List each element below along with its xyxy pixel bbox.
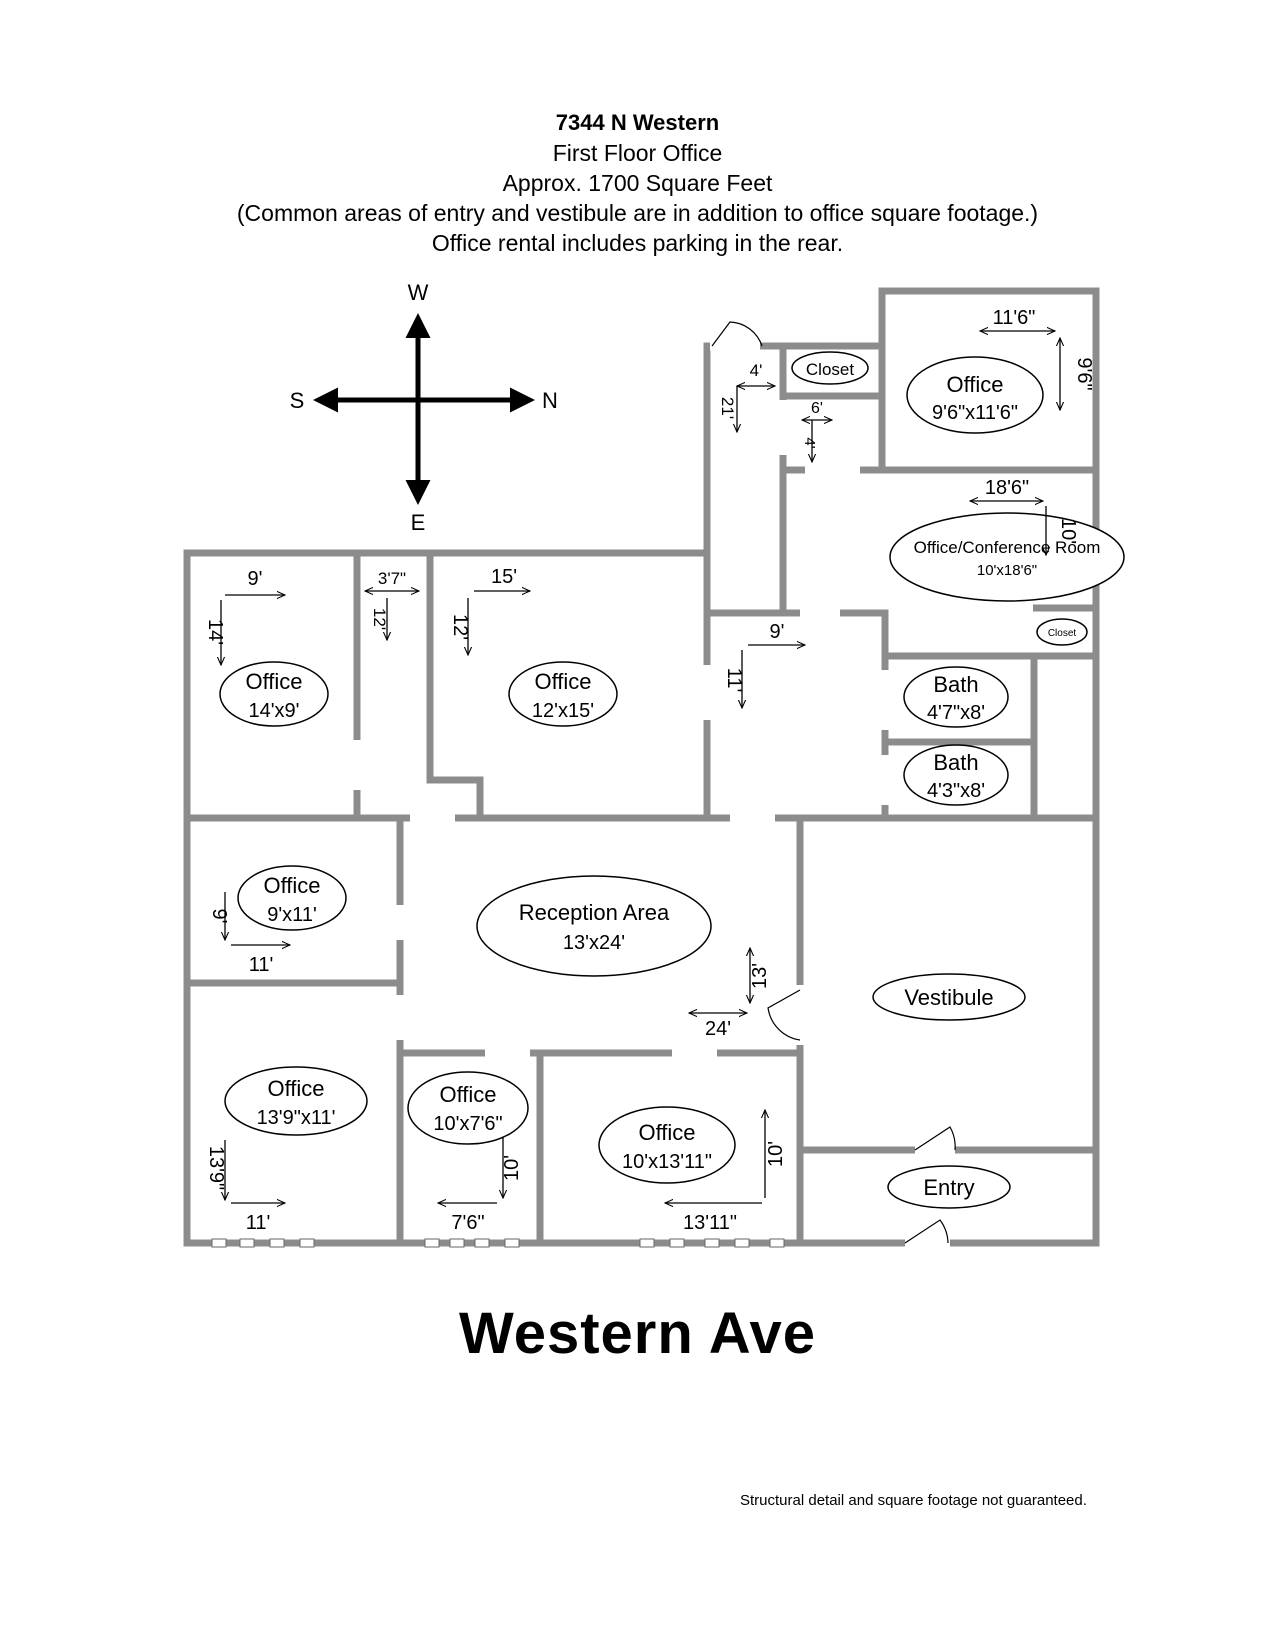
floor-subtitle: First Floor Office [552, 140, 723, 166]
dim-4b: 4' [801, 437, 818, 448]
walls [183, 287, 1100, 1247]
dim-10: 10' [1057, 518, 1079, 544]
office-ne-ellipse [906, 356, 1044, 434]
dim-11-6: 11'6" [993, 307, 1036, 329]
vestibule-label: Vestibule [904, 985, 993, 1010]
address-title: 7344 N Western [555, 110, 720, 135]
windows [211, 1238, 785, 1248]
bath1-name: Bath [933, 672, 978, 697]
bath1-ellipse [903, 666, 1009, 728]
office-f-size: 10'x13'11" [622, 1151, 712, 1173]
room-text: Closet Office 9'6"x11'6" Office/Conferen… [245, 360, 1100, 1200]
dim-13-11: 13'11" [683, 1212, 737, 1234]
dim-13-9: 13'9" [205, 1146, 227, 1190]
office-e-size: 10'x7'6" [433, 1113, 502, 1135]
office-b-name: Office [534, 669, 591, 694]
dim-9c: 9' [208, 909, 230, 924]
bath1-size: 4'7"x8' [927, 702, 985, 724]
office-a-name: Office [245, 669, 302, 694]
office-d-ellipse [224, 1066, 368, 1136]
area-subtitle: Approx. 1700 Square Feet [502, 170, 773, 196]
reception-ellipse [476, 875, 712, 977]
reception-size: 13'x24' [563, 932, 625, 954]
office-d-name: Office [267, 1076, 324, 1101]
closet-small-label: Closet [1048, 628, 1077, 639]
dim-7-6: 7'6" [451, 1212, 484, 1234]
compass-west: W [408, 280, 429, 305]
office-c-size: 9'x11' [267, 904, 317, 926]
dim-10c: 10' [765, 1141, 787, 1167]
street-name: Western Ave [459, 1301, 816, 1366]
bath2-ellipse [903, 744, 1009, 806]
office-a-ellipse [219, 661, 329, 727]
office-e-name: Office [439, 1082, 496, 1107]
dim-3-7: 3'7" [378, 569, 406, 588]
dim-6: 6' [811, 400, 823, 417]
dim-15: 15' [491, 566, 517, 588]
door-openings [352, 341, 955, 1248]
dimension-arrows [221, 331, 1060, 1203]
closet-top-ellipse [791, 351, 869, 385]
bath2-name: Bath [933, 750, 978, 775]
dim-11b: 11' [249, 954, 274, 976]
dim-13: 13' [749, 963, 771, 989]
vestibule-ellipse [872, 973, 1026, 1021]
dim-21: 21' [718, 397, 737, 419]
dim-9-6: 9'6" [1073, 357, 1095, 390]
office-d-size: 13'9"x11' [257, 1107, 336, 1129]
office-c-name: Office [263, 873, 320, 898]
common-area-note: (Common areas of entry and vestibule are… [236, 200, 1039, 226]
parking-note: Office rental includes parking in the re… [431, 230, 844, 256]
dim-12b: 12' [449, 614, 471, 640]
bath2-size: 4'3"x8' [927, 780, 985, 802]
compass-south: S [290, 388, 305, 413]
disclaimer: Structural detail and square footage not… [740, 1492, 1087, 1509]
dim-11c: 11' [246, 1212, 271, 1234]
compass: W E S N [290, 280, 558, 535]
office-a-size: 14'x9' [248, 700, 299, 722]
dim-12: 12' [370, 608, 389, 630]
dim-9: 9' [248, 568, 263, 590]
dim-24: 24' [705, 1018, 731, 1040]
dim-9b: 9' [770, 621, 785, 643]
office-ne-size: 9'6"x11'6" [932, 402, 1018, 424]
office-c-ellipse [237, 865, 347, 931]
office-b-ellipse [508, 661, 618, 727]
office-b-size: 12'x15' [532, 700, 594, 722]
office-f-name: Office [638, 1120, 695, 1145]
dim-11: 11' [723, 668, 745, 693]
closet-top-label: Closet [806, 360, 854, 379]
door-swings [711, 321, 956, 1244]
closet-small-ellipse [1036, 618, 1088, 646]
conference-name: Office/Conference Room [914, 538, 1101, 557]
office-e-ellipse [407, 1071, 529, 1145]
dim-18-6: 18'6" [985, 477, 1029, 499]
header: 7344 N Western First Floor Office Approx… [0, 108, 1275, 258]
office-f-ellipse [598, 1106, 736, 1184]
entry-label: Entry [923, 1175, 974, 1200]
conference-size: 10'x18'6" [977, 562, 1037, 579]
office-ne-name: Office [946, 372, 1003, 397]
room-labels [219, 351, 1125, 1209]
dimension-labels: 11'6" 9'6" 4' 21' 6' 4' 18'6" 10' 9' 14'… [204, 307, 1095, 1234]
conference-ellipse [889, 512, 1125, 602]
compass-north: N [542, 388, 558, 413]
dim-10b: 10' [501, 1155, 523, 1181]
compass-east: E [411, 510, 426, 535]
dim-4: 4' [750, 361, 763, 380]
entry-ellipse [887, 1165, 1011, 1209]
reception-name: Reception Area [519, 900, 670, 925]
dim-14: 14' [204, 619, 226, 645]
